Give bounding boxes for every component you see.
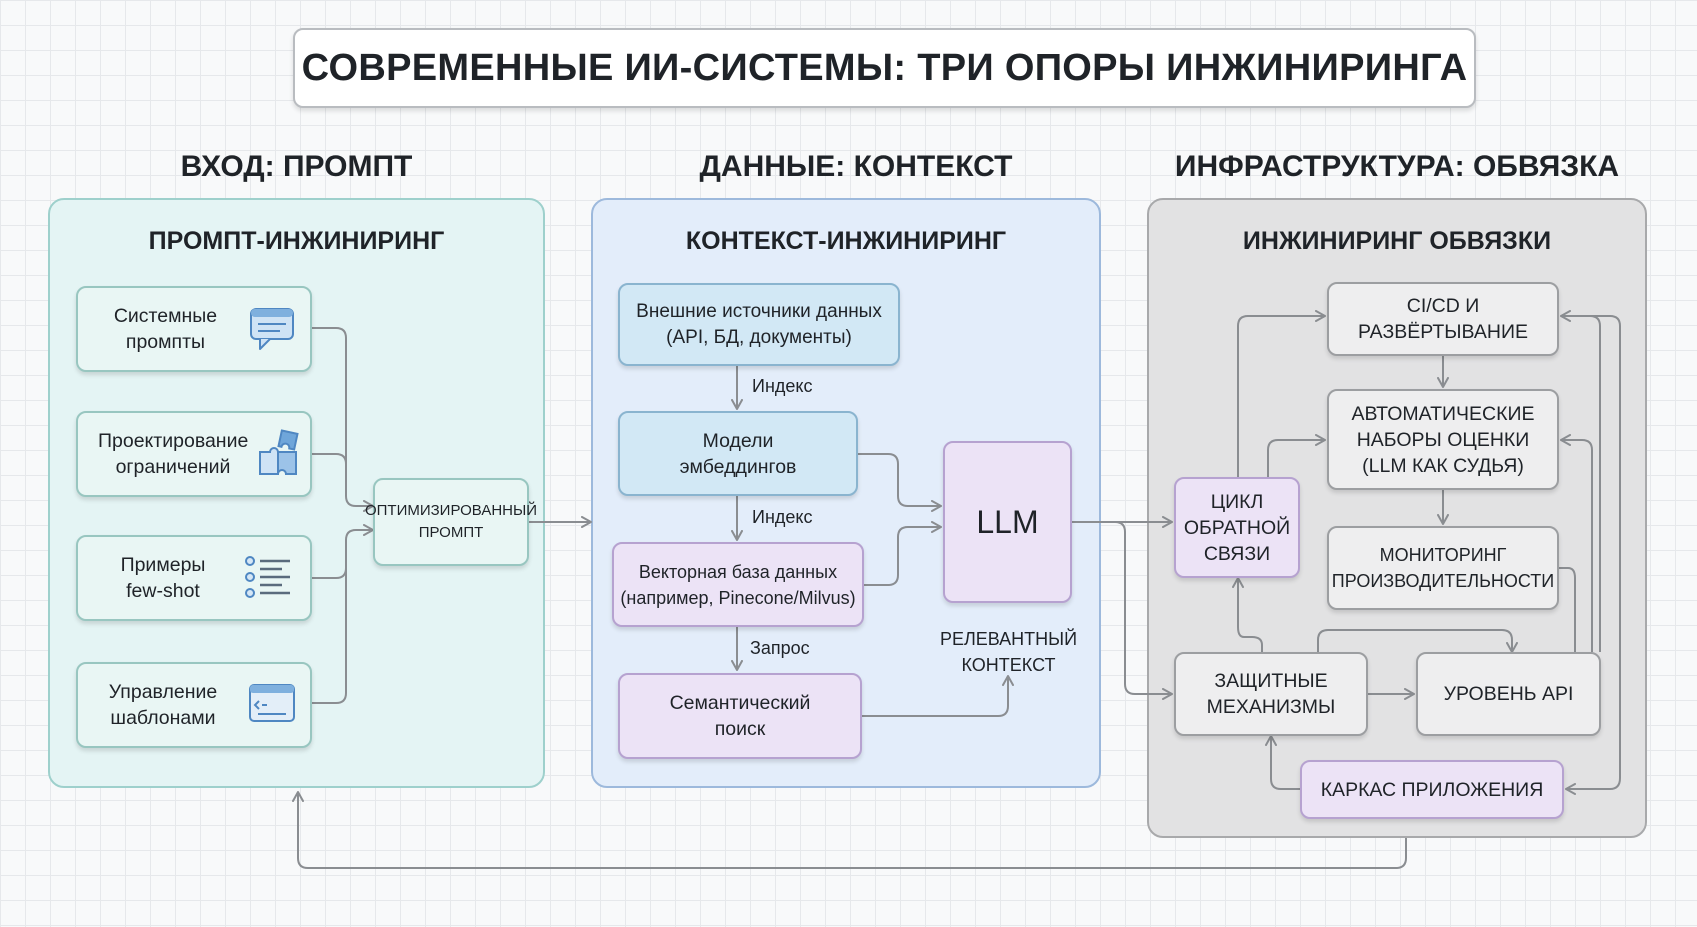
node-feedback-loop: ЦИКЛ ОБРАТНОЙ СВЯЗИ (1174, 477, 1300, 578)
node-guardrails: ЗАЩИТНЫЕ МЕХАНИЗМЫ (1174, 652, 1368, 736)
column-heading-harness: ИНФРАСТРУКТУРА: ОБВЯЗКА (1174, 150, 1620, 183)
puzzle-icon (259, 429, 299, 475)
node-constraint-design-label: Проектирование ограничений (98, 430, 249, 478)
code-window-icon (249, 684, 295, 722)
arrow-guardrails-to-feedback (1232, 577, 1263, 652)
node-system-prompts-label: Системные промпты (113, 305, 218, 353)
chat-bubble-icon (250, 308, 294, 350)
node-embedding-models: Модели эмбеддингов (618, 411, 858, 496)
arrow-system-to-optimized (312, 327, 374, 512)
node-few-shot-label: Примеры few-shot (120, 554, 206, 602)
list-icon (245, 556, 290, 598)
node-few-shot: Примеры few-shot (76, 535, 312, 621)
arrow-harness-to-prompt (292, 791, 1407, 869)
node-app-framework: КАРКАС ПРИЛОЖЕНИЯ (1300, 760, 1564, 819)
edge-label-index-1: Индекс (752, 376, 813, 396)
arrow-api-to-cicd (1561, 315, 1601, 652)
context-panel-title: КОНТЕКСТ-ИНЖИНИРИНГ (685, 227, 1007, 255)
arrow-frame-to-cicd (1560, 310, 1621, 778)
arrow-templates-to-optimized (312, 540, 347, 704)
harness-panel-title: ИНЖИНИРИНГ ОБВЯЗКИ (1242, 227, 1552, 255)
node-llm-label: LLM (976, 504, 1039, 540)
node-templates-label: Управление шаблонами (108, 681, 218, 729)
node-semantic-search: Семантический поиск (618, 673, 862, 759)
arrow-feedback-to-cicd (1237, 310, 1326, 477)
prompt-panel-title: ПРОМПТ-ИНЖИНИРИНГ (148, 227, 445, 255)
relevant-context-label: РЕЛЕВАНТНЫЙ КОНТЕКСТ (939, 629, 1078, 675)
arrow-monitoring-down (1558, 567, 1576, 652)
arrow-feedback-to-eval (1267, 434, 1326, 477)
node-vector-db-label: Векторная база данных (например, Pinecon… (620, 561, 856, 608)
column-heading-prompt: ВХОД: ПРОМПТ (180, 150, 413, 183)
node-monitoring-label: МОНИТОРИНГ ПРОИЗВОДИТЕЛЬНОСТИ (1331, 545, 1555, 591)
node-llm: LLM (943, 441, 1072, 603)
arrow-embeddings-to-llm (858, 453, 942, 512)
arrow-frame-to-guardrails (1265, 735, 1300, 790)
node-optimized-prompt-label: ОПТИМИЗИРОВАННЫЙ ПРОМПТ (364, 502, 538, 541)
node-cicd-label: CI/CD И РАЗВЁРТЫВАНИЕ (1357, 295, 1529, 343)
arrow-vectordb-to-llm (864, 521, 942, 586)
arrow-constraints-to-optimized (312, 453, 347, 496)
node-auto-eval-label: АВТОМАТИЧЕСКИЕ НАБОРЫ ОЦЕНКИ (LLM КАК СУ… (1351, 402, 1535, 477)
arrow-fewshot-to-optimized (312, 524, 374, 579)
column-heading-context: ДАННЫЕ: КОНТЕКСТ (699, 150, 1013, 183)
node-semantic-search-label: Семантический поиск (669, 692, 811, 740)
node-app-framework-label: КАРКАС ПРИЛОЖЕНИЯ (1320, 778, 1544, 801)
page-title: СОВРЕМЕННЫЕ ИИ-СИСТЕМЫ: ТРИ ОПОРЫ ИНЖИНИ… (293, 28, 1476, 108)
edge-label-index-2: Индекс (752, 507, 813, 527)
node-external-sources: Внешние источники данных (API, БД, докум… (618, 283, 900, 366)
node-auto-eval: АВТОМАТИЧЕСКИЕ НАБОРЫ ОЦЕНКИ (LLM КАК СУ… (1327, 389, 1559, 490)
node-api-layer: УРОВЕНЬ API (1416, 652, 1601, 736)
node-optimized-prompt: ОПТИМИЗИРОВАННЫЙ ПРОМПТ (365, 478, 537, 566)
node-cicd: CI/CD И РАЗВЁРТЫВАНИЕ (1327, 282, 1559, 356)
node-monitoring: МОНИТОРИНГ ПРОИЗВОДИТЕЛЬНОСТИ (1327, 526, 1559, 610)
node-system-prompts: Системные промпты (76, 286, 312, 372)
node-embedding-models-label: Модели эмбеддингов (679, 429, 797, 478)
arrow-api-to-eval (1560, 434, 1593, 652)
node-vector-db: Векторная база данных (например, Pinecon… (612, 542, 864, 627)
node-feedback-loop-label: ЦИКЛ ОБРАТНОЙ СВЯЗИ (1183, 490, 1291, 565)
node-api-layer-label: УРОВЕНЬ API (1443, 683, 1574, 705)
arrow-llm-to-guardrails (1072, 521, 1173, 700)
arrow-search-to-context (862, 675, 1014, 717)
edge-label-query: Запрос (750, 638, 810, 658)
node-external-sources-label: Внешние источники данных (API, БД, докум… (636, 300, 882, 348)
node-constraint-design: Проектирование ограничений (76, 411, 312, 497)
arrow-frame-right (1565, 777, 1621, 795)
node-guardrails-label: ЗАЩИТНЫЕ МЕХАНИЗМЫ (1206, 670, 1336, 718)
arrow-guardrails-to-api-top (1317, 629, 1518, 653)
